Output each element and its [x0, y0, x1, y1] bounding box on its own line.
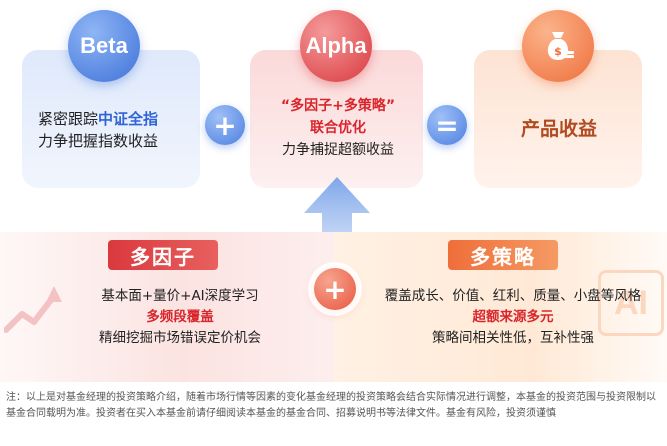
multi-strategy-tag: 多策略	[448, 240, 558, 270]
money-bag-icon: $	[522, 10, 594, 82]
multi-factor-tag: 多因子	[108, 240, 218, 270]
product-title: 产品收益	[520, 118, 597, 140]
trend-chart-icon	[4, 286, 62, 333]
multi-strategy-line2: 超额来源多元	[472, 309, 554, 325]
multi-factor-line1: 基本面+量价+AI深度学习	[101, 288, 259, 304]
beta-index-name: 中证全指	[98, 110, 159, 128]
alpha-line3: 力争捕捉超额收益	[282, 142, 394, 158]
plus-operator-bottom: +	[314, 268, 356, 310]
beta-line1: 紧密跟踪中证全指	[38, 108, 158, 129]
equals-operator: =	[427, 105, 467, 145]
alpha-line1: “多因子+多策略”	[280, 98, 396, 114]
multi-strategy-line1: 覆盖成长、价值、红利、质量、小盘等风格	[384, 288, 642, 304]
beta-bubble: Beta	[68, 10, 140, 82]
beta-line1-text: 紧密跟踪	[38, 110, 99, 128]
alpha-line2: 联合优化	[310, 120, 366, 136]
plus-operator-top: +	[205, 105, 245, 145]
alpha-bubble: Alpha	[300, 10, 372, 82]
beta-line2: 力争把握指数收益	[38, 132, 159, 150]
multi-factor-line3: 精细挖掘市场错误定价机会	[99, 330, 261, 346]
multi-strategy-line3: 策略间相关性低，互补性强	[432, 330, 594, 346]
svg-text:$: $	[554, 45, 562, 58]
ai-chip-icon: AI	[598, 270, 664, 336]
multi-factor-line2: 多频段覆盖	[146, 309, 214, 325]
up-arrow-icon	[304, 177, 370, 283]
disclaimer-note: 注：以上是对基金经理的投资策略介绍，随着市场行情等因素的变化基金经理的投资策略会…	[6, 392, 656, 419]
